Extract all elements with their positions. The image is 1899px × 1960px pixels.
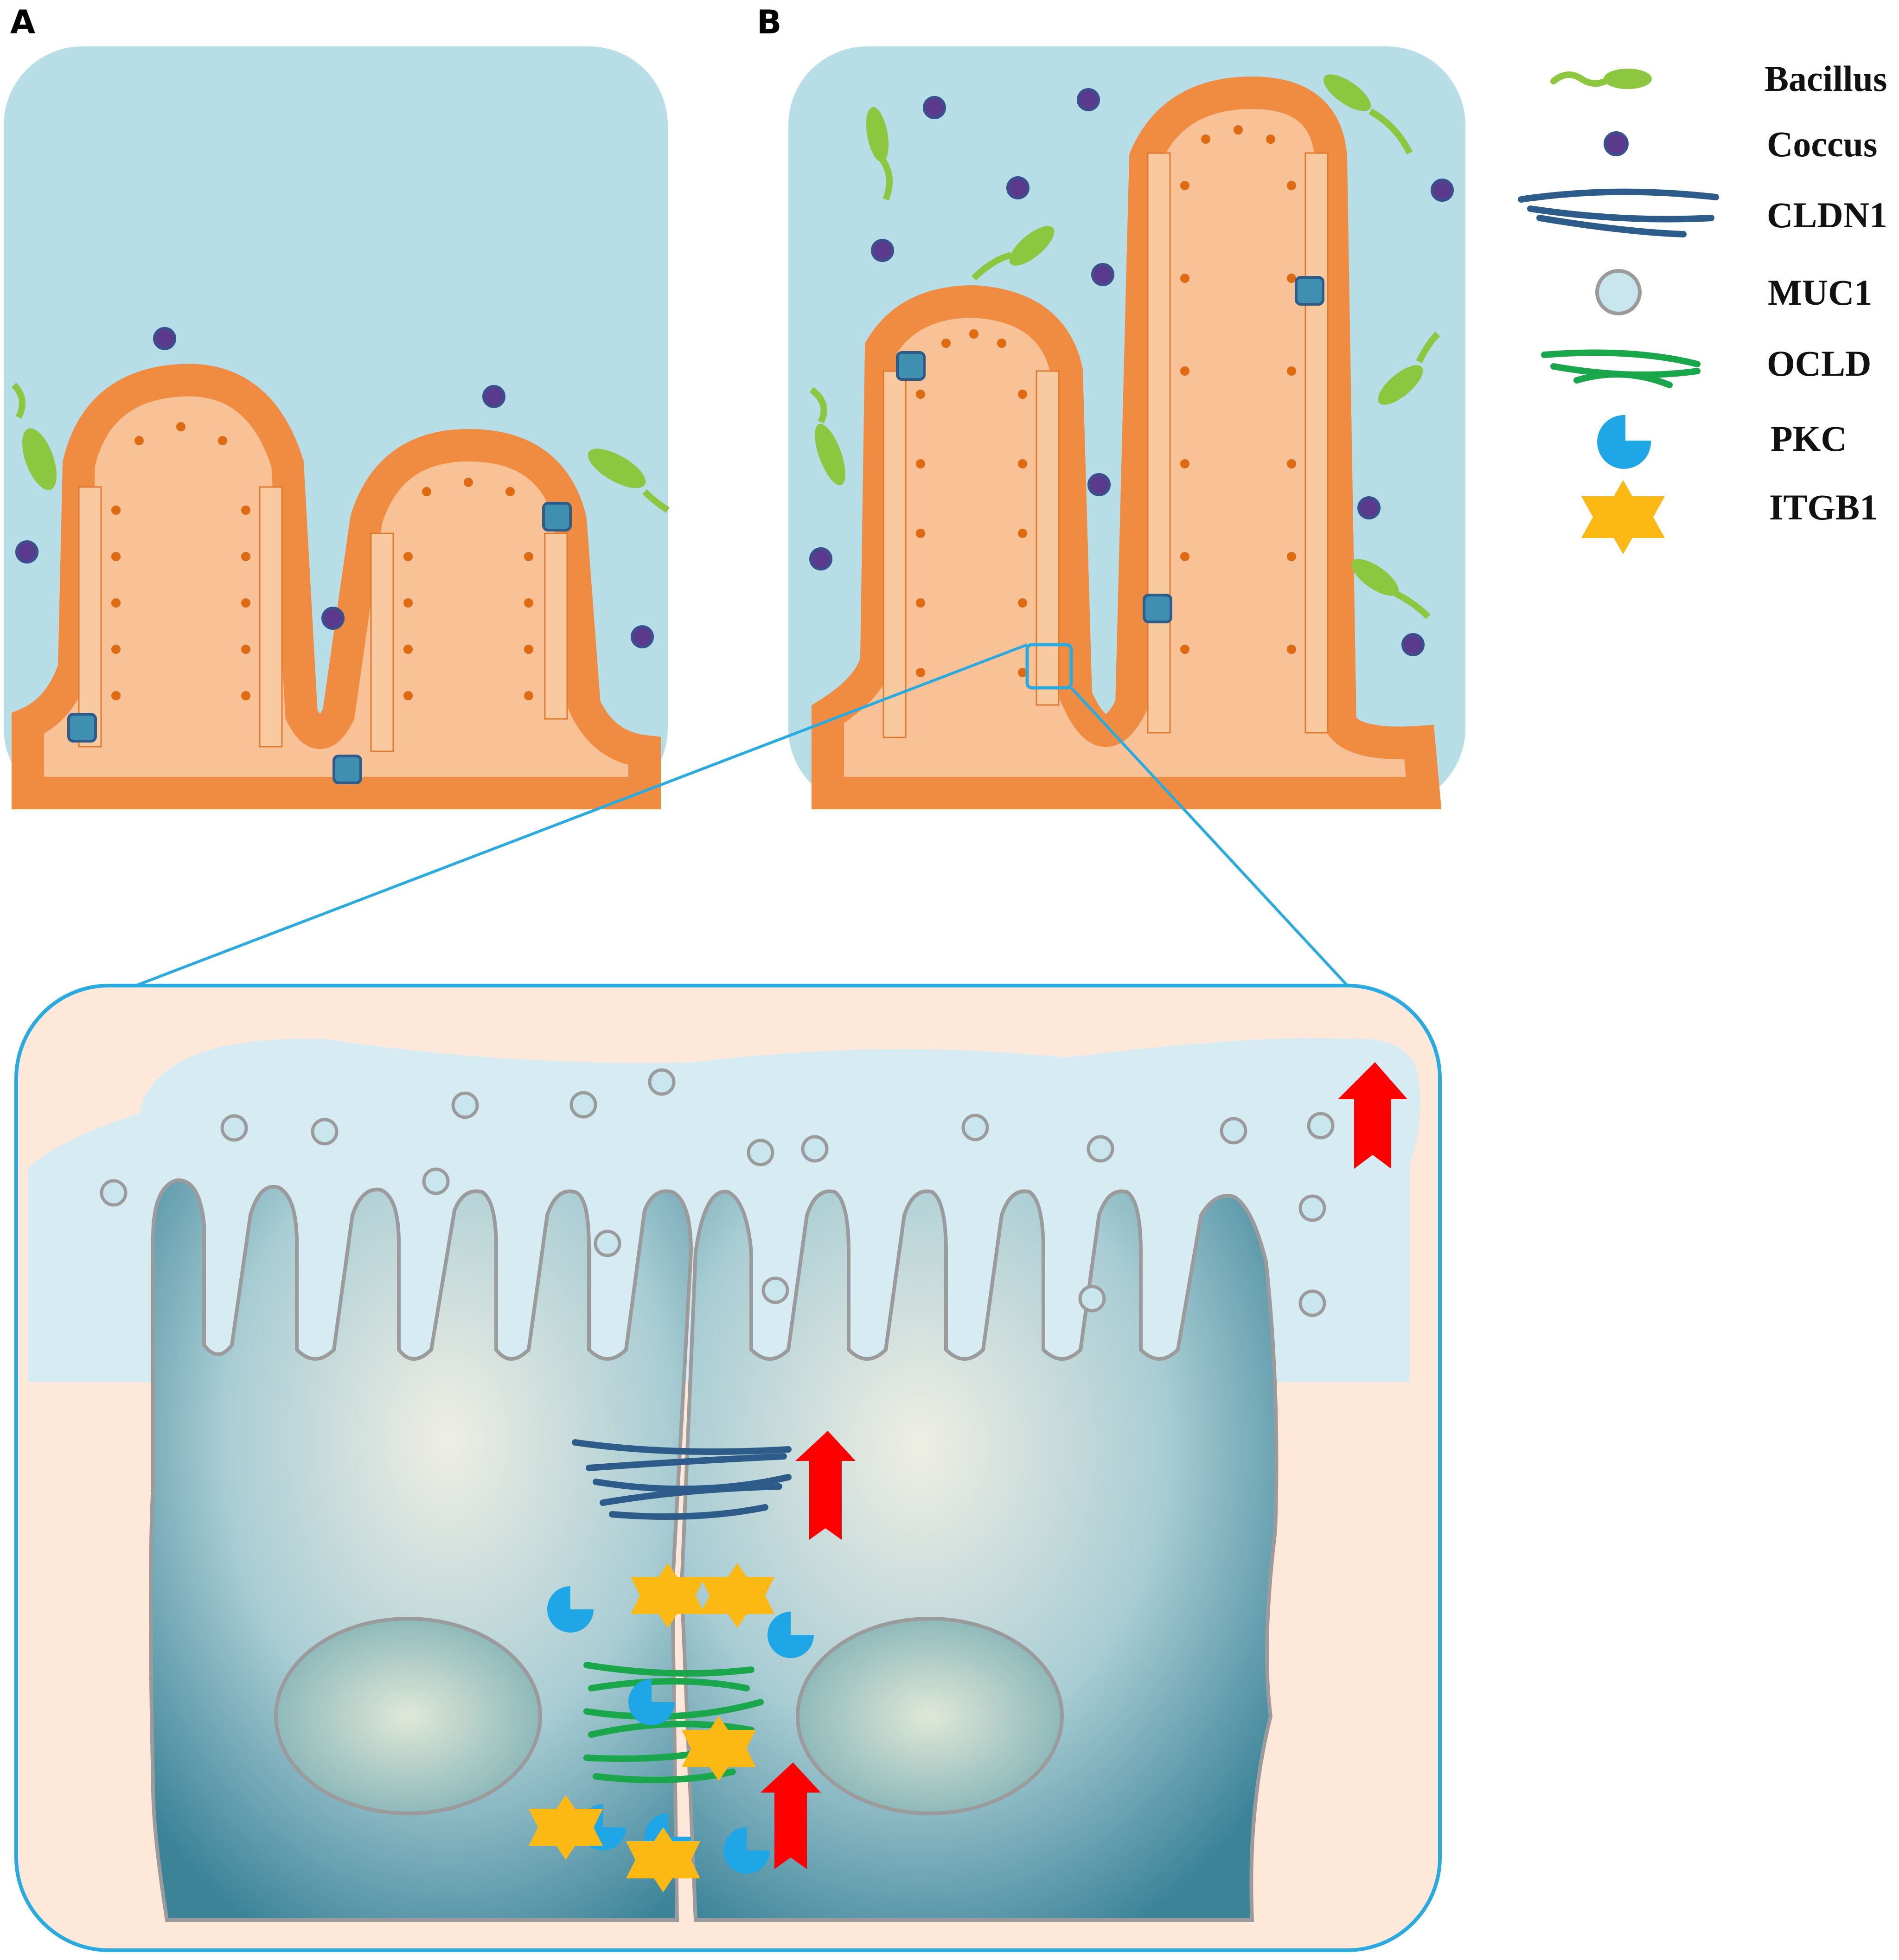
legend-cldn1-icon	[1518, 188, 1719, 237]
panel-b-label: B	[757, 3, 781, 41]
panel-a-cocci	[15, 327, 654, 648]
panel-a-lamina	[11, 364, 661, 809]
mucus-increase-arrow	[1338, 1062, 1407, 1169]
legend-cldn1-label: CLDN1	[1767, 195, 1887, 235]
panel-a-normal-mucosa: A	[4, 3, 670, 809]
legend-bacillus-icon	[1550, 69, 1652, 89]
up-arrows	[761, 1062, 1407, 1869]
panel-a-nuclei	[111, 422, 533, 700]
legend-muc1-icon	[1595, 269, 1642, 315]
panel-a-receptors	[67, 502, 572, 784]
legend-pkc-label: PKC	[1771, 418, 1847, 459]
detail-panel-junction	[14, 984, 1442, 1952]
legend-pkc-icon	[1597, 415, 1651, 469]
cldn1-increase-arrow	[795, 1431, 856, 1540]
zoom-region-box	[1025, 643, 1073, 690]
legend-coccus-icon	[1604, 131, 1629, 156]
panel-b-nuclei	[916, 125, 1296, 677]
legend-ocld-label: OCLD	[1767, 343, 1871, 384]
legend-itgb1-label: ITGB1	[1769, 487, 1878, 527]
ocld-pkc-increase-arrow	[761, 1762, 821, 1869]
legend-itgb1-icon	[1581, 480, 1665, 554]
panel-a-label: A	[10, 3, 35, 41]
legend-muc1-label: MUC1	[1768, 272, 1872, 313]
panel-b-receptors	[896, 276, 1324, 623]
right-nucleus	[796, 1617, 1064, 1815]
legend-coccus-label: Coccus	[1767, 124, 1877, 164]
panel-a-bacilli	[11, 383, 670, 513]
left-nucleus	[274, 1617, 542, 1815]
legend-ocld-icon	[1541, 349, 1701, 388]
panel-b-bacilli	[815, 74, 1423, 596]
cldn1-strands	[572, 1439, 792, 1520]
itgb1-molecules	[529, 1563, 774, 1892]
legend-bacillus-label: Bacillus	[1765, 58, 1887, 99]
muc1-molecules	[100, 1068, 1335, 1317]
panel-a-epithelium	[78, 486, 568, 752]
panel-b-epithelium	[882, 152, 1329, 738]
legend: Bacillus Coccus CLDN1 MUC1 OCLD PKC ITGB…	[1518, 58, 1887, 554]
panel-b-cocci	[809, 88, 1454, 656]
panel-b-altered-mucosa: B	[757, 3, 1465, 809]
